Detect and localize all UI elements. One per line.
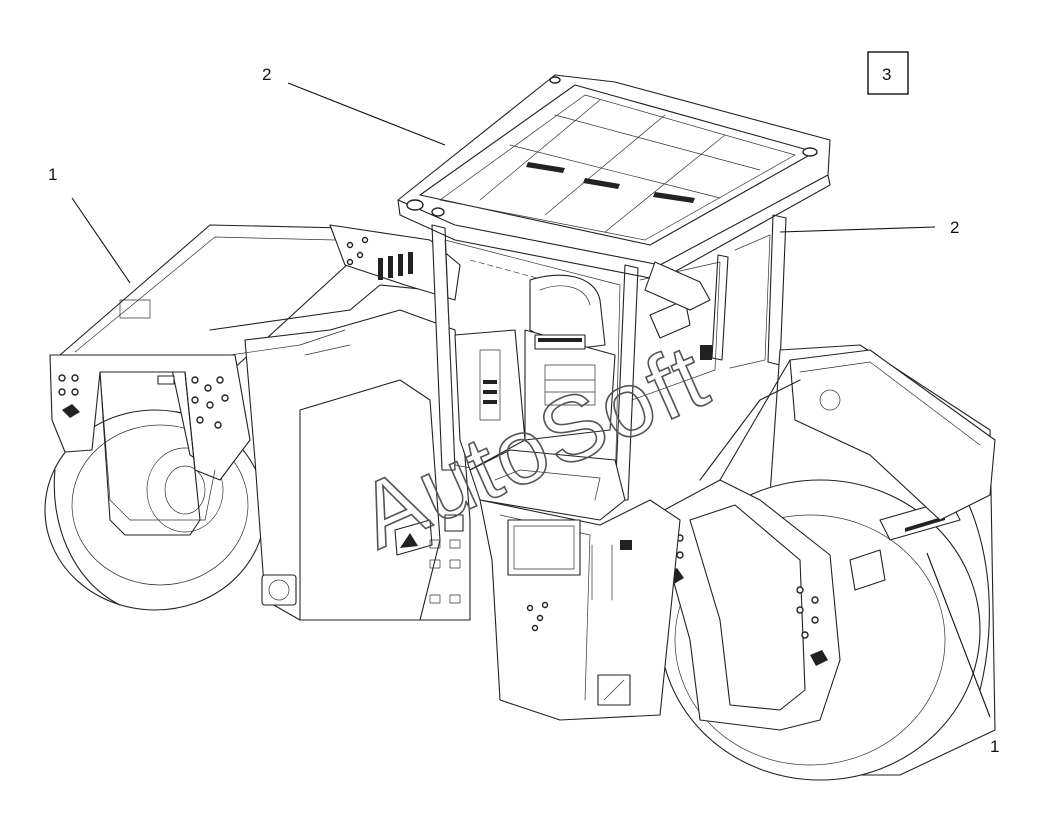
leader-drum-front xyxy=(71,197,131,284)
center-box xyxy=(479,499,681,721)
leader-cab-right xyxy=(779,226,936,233)
cab xyxy=(431,214,787,521)
figure-number-box: 3 xyxy=(867,51,909,95)
figure-number: 3 xyxy=(882,65,891,84)
callout-cab-right: 2 xyxy=(950,218,959,237)
callout-drum-rear: 1 xyxy=(990,737,999,756)
cab-roof xyxy=(397,74,831,311)
engine-top-panel xyxy=(329,224,461,301)
callout-drum-front: 1 xyxy=(48,165,57,184)
callout-cab-top-left: 2 xyxy=(262,65,271,84)
left-drum-frame xyxy=(49,224,351,536)
engine-body xyxy=(209,284,471,621)
leader-lines xyxy=(71,82,991,718)
leader-cab-top-left xyxy=(287,82,446,146)
leader-drum-rear xyxy=(926,552,991,718)
